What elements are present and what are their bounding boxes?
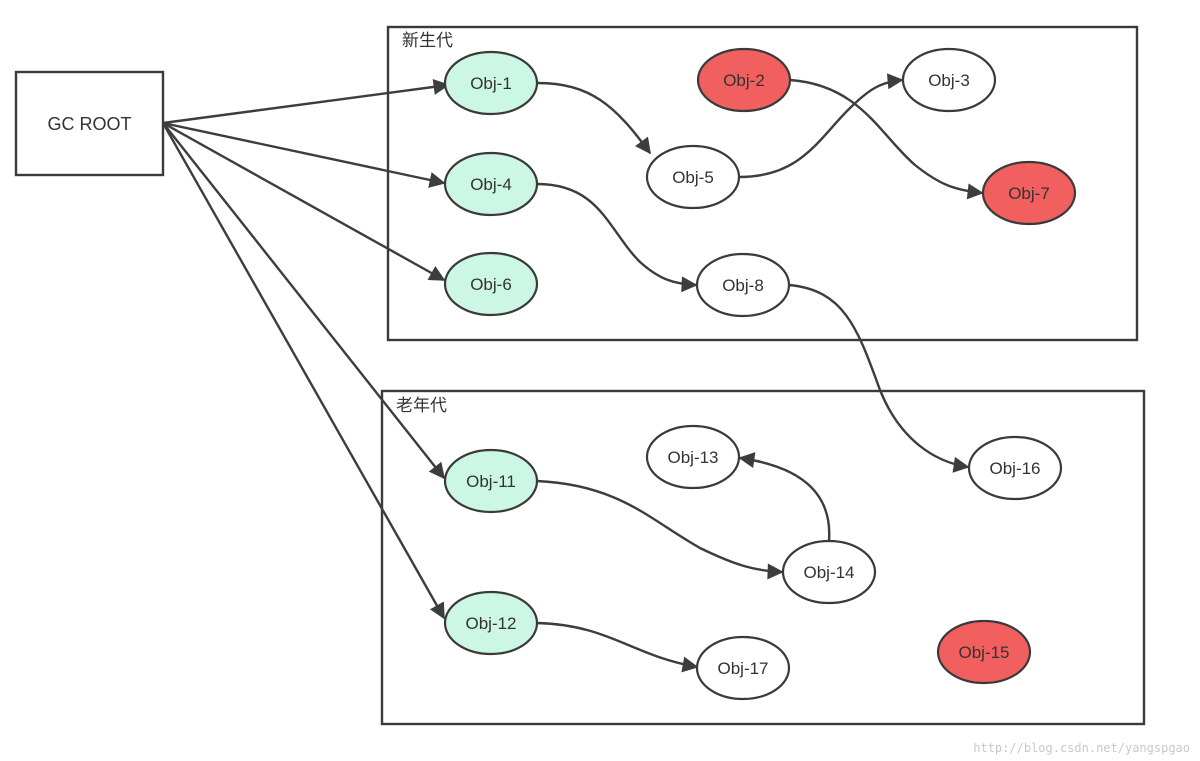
node-obj7-ellipse	[981, 160, 1077, 226]
node-obj1-label: Obj-1	[470, 74, 512, 93]
node-obj11-label: Obj-11	[466, 472, 516, 491]
young-generation-label: 新生代	[402, 31, 453, 51]
node-obj6-ellipse	[443, 251, 539, 317]
node-obj1: Obj-1	[443, 50, 539, 116]
node-obj4-ellipse	[443, 151, 539, 217]
node-obj6: Obj-6	[443, 251, 539, 317]
node-obj5-ellipse	[645, 144, 741, 210]
node-obj16-ellipse	[967, 435, 1063, 501]
node-obj14-ellipse	[781, 539, 877, 605]
node-obj6-label: Obj-6	[470, 275, 512, 294]
edge-root-to-obj11	[162, 122, 445, 480]
node-obj14: Obj-14	[781, 539, 877, 605]
node-obj3-label: Obj-3	[928, 71, 970, 90]
node-obj7: Obj-7	[981, 160, 1077, 226]
young-generation-box	[386, 25, 1139, 342]
edge-obj4-to-obj8	[536, 182, 698, 293]
edge-obj8-to-obj16	[788, 283, 970, 473]
node-obj1-ellipse	[443, 50, 539, 116]
node-obj5-label: Obj-5	[672, 168, 714, 187]
young-generation-region: 新生代	[386, 25, 1139, 342]
node-obj17: Obj-17	[695, 635, 791, 701]
node-obj15-label: Obj-15	[958, 643, 1009, 662]
node-obj4-label: Obj-4	[470, 175, 512, 194]
node-obj8: Obj-8	[695, 252, 791, 318]
node-obj12-ellipse	[443, 590, 539, 656]
edge-root-to-obj1	[162, 78, 450, 125]
edge-obj11-to-obj14	[536, 479, 784, 580]
old-generation-region: 老年代	[380, 389, 1146, 726]
node-obj8-ellipse	[695, 252, 791, 318]
node-obj16: Obj-16	[967, 435, 1063, 501]
gc-root: GC ROOT	[14, 70, 165, 177]
watermark: http://blog.csdn.net/yangspgao	[973, 741, 1190, 755]
edge-root-to-obj4	[162, 121, 446, 188]
node-obj2-ellipse	[696, 47, 792, 113]
edge-obj14-to-obj13	[738, 452, 831, 542]
node-obj13: Obj-13	[645, 424, 741, 490]
node-obj17-ellipse	[695, 635, 791, 701]
edge-obj5-to-obj3	[738, 73, 904, 179]
edge-obj12-to-obj17	[536, 621, 699, 673]
edge-obj2-to-obj7	[789, 78, 984, 200]
node-obj14-label: Obj-14	[803, 563, 854, 582]
gc-root-label: GC ROOT	[48, 114, 132, 134]
node-obj12-label: Obj-12	[465, 614, 516, 633]
edge-root-to-obj6	[162, 121, 446, 282]
node-obj5: Obj-5	[645, 144, 741, 210]
node-obj17-label: Obj-17	[717, 659, 768, 678]
node-obj3: Obj-3	[901, 47, 997, 113]
node-obj13-label: Obj-13	[667, 448, 718, 467]
node-obj8-label: Obj-8	[722, 276, 764, 295]
node-obj3-ellipse	[901, 47, 997, 113]
reference-edges	[161, 73, 984, 673]
gc-root-box	[14, 70, 165, 177]
node-obj11-ellipse	[443, 448, 539, 514]
node-obj4: Obj-4	[443, 151, 539, 217]
node-obj15: Obj-15	[936, 619, 1032, 685]
node-obj2-label: Obj-2	[723, 71, 765, 90]
old-generation-box	[380, 389, 1146, 726]
node-obj12: Obj-12	[443, 590, 539, 656]
node-obj16-label: Obj-16	[989, 459, 1040, 478]
node-obj7-label: Obj-7	[1008, 184, 1050, 203]
node-obj15-ellipse	[936, 619, 1032, 685]
node-obj13-ellipse	[645, 424, 741, 490]
edge-obj1-to-obj5	[536, 81, 651, 155]
old-generation-label: 老年代	[396, 396, 447, 416]
node-obj2: Obj-2	[696, 47, 792, 113]
node-obj11: Obj-11	[443, 448, 539, 514]
edge-root-to-obj12	[161, 122, 446, 620]
